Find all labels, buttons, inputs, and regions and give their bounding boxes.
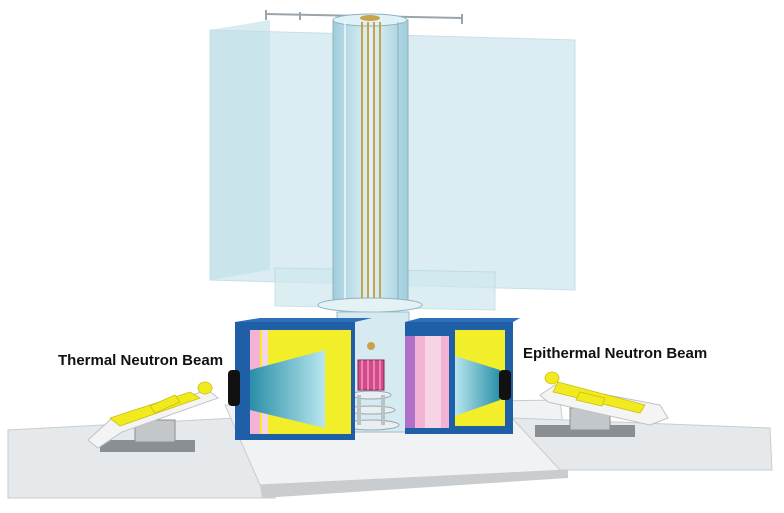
thermal-beam-cone — [250, 350, 325, 428]
left-patient — [109, 381, 213, 427]
left-treatment-couch — [87, 381, 220, 452]
thermal-shield-block — [228, 318, 372, 440]
epithermal-beam-cone — [455, 356, 500, 416]
thermal-beam-port — [228, 370, 240, 406]
right-treatment-couch — [535, 371, 669, 437]
thermal-beam-label: Thermal Neutron Beam — [58, 352, 224, 369]
epithermal-beam-port — [499, 370, 511, 400]
epithermal-beam-label: Epithermal Neutron Beam — [523, 345, 708, 362]
right-patient — [544, 371, 646, 414]
epithermal-shield-block — [405, 318, 520, 434]
floor-center-front — [260, 470, 568, 498]
fuel-rods — [361, 22, 381, 300]
reactor-column — [317, 13, 423, 313]
